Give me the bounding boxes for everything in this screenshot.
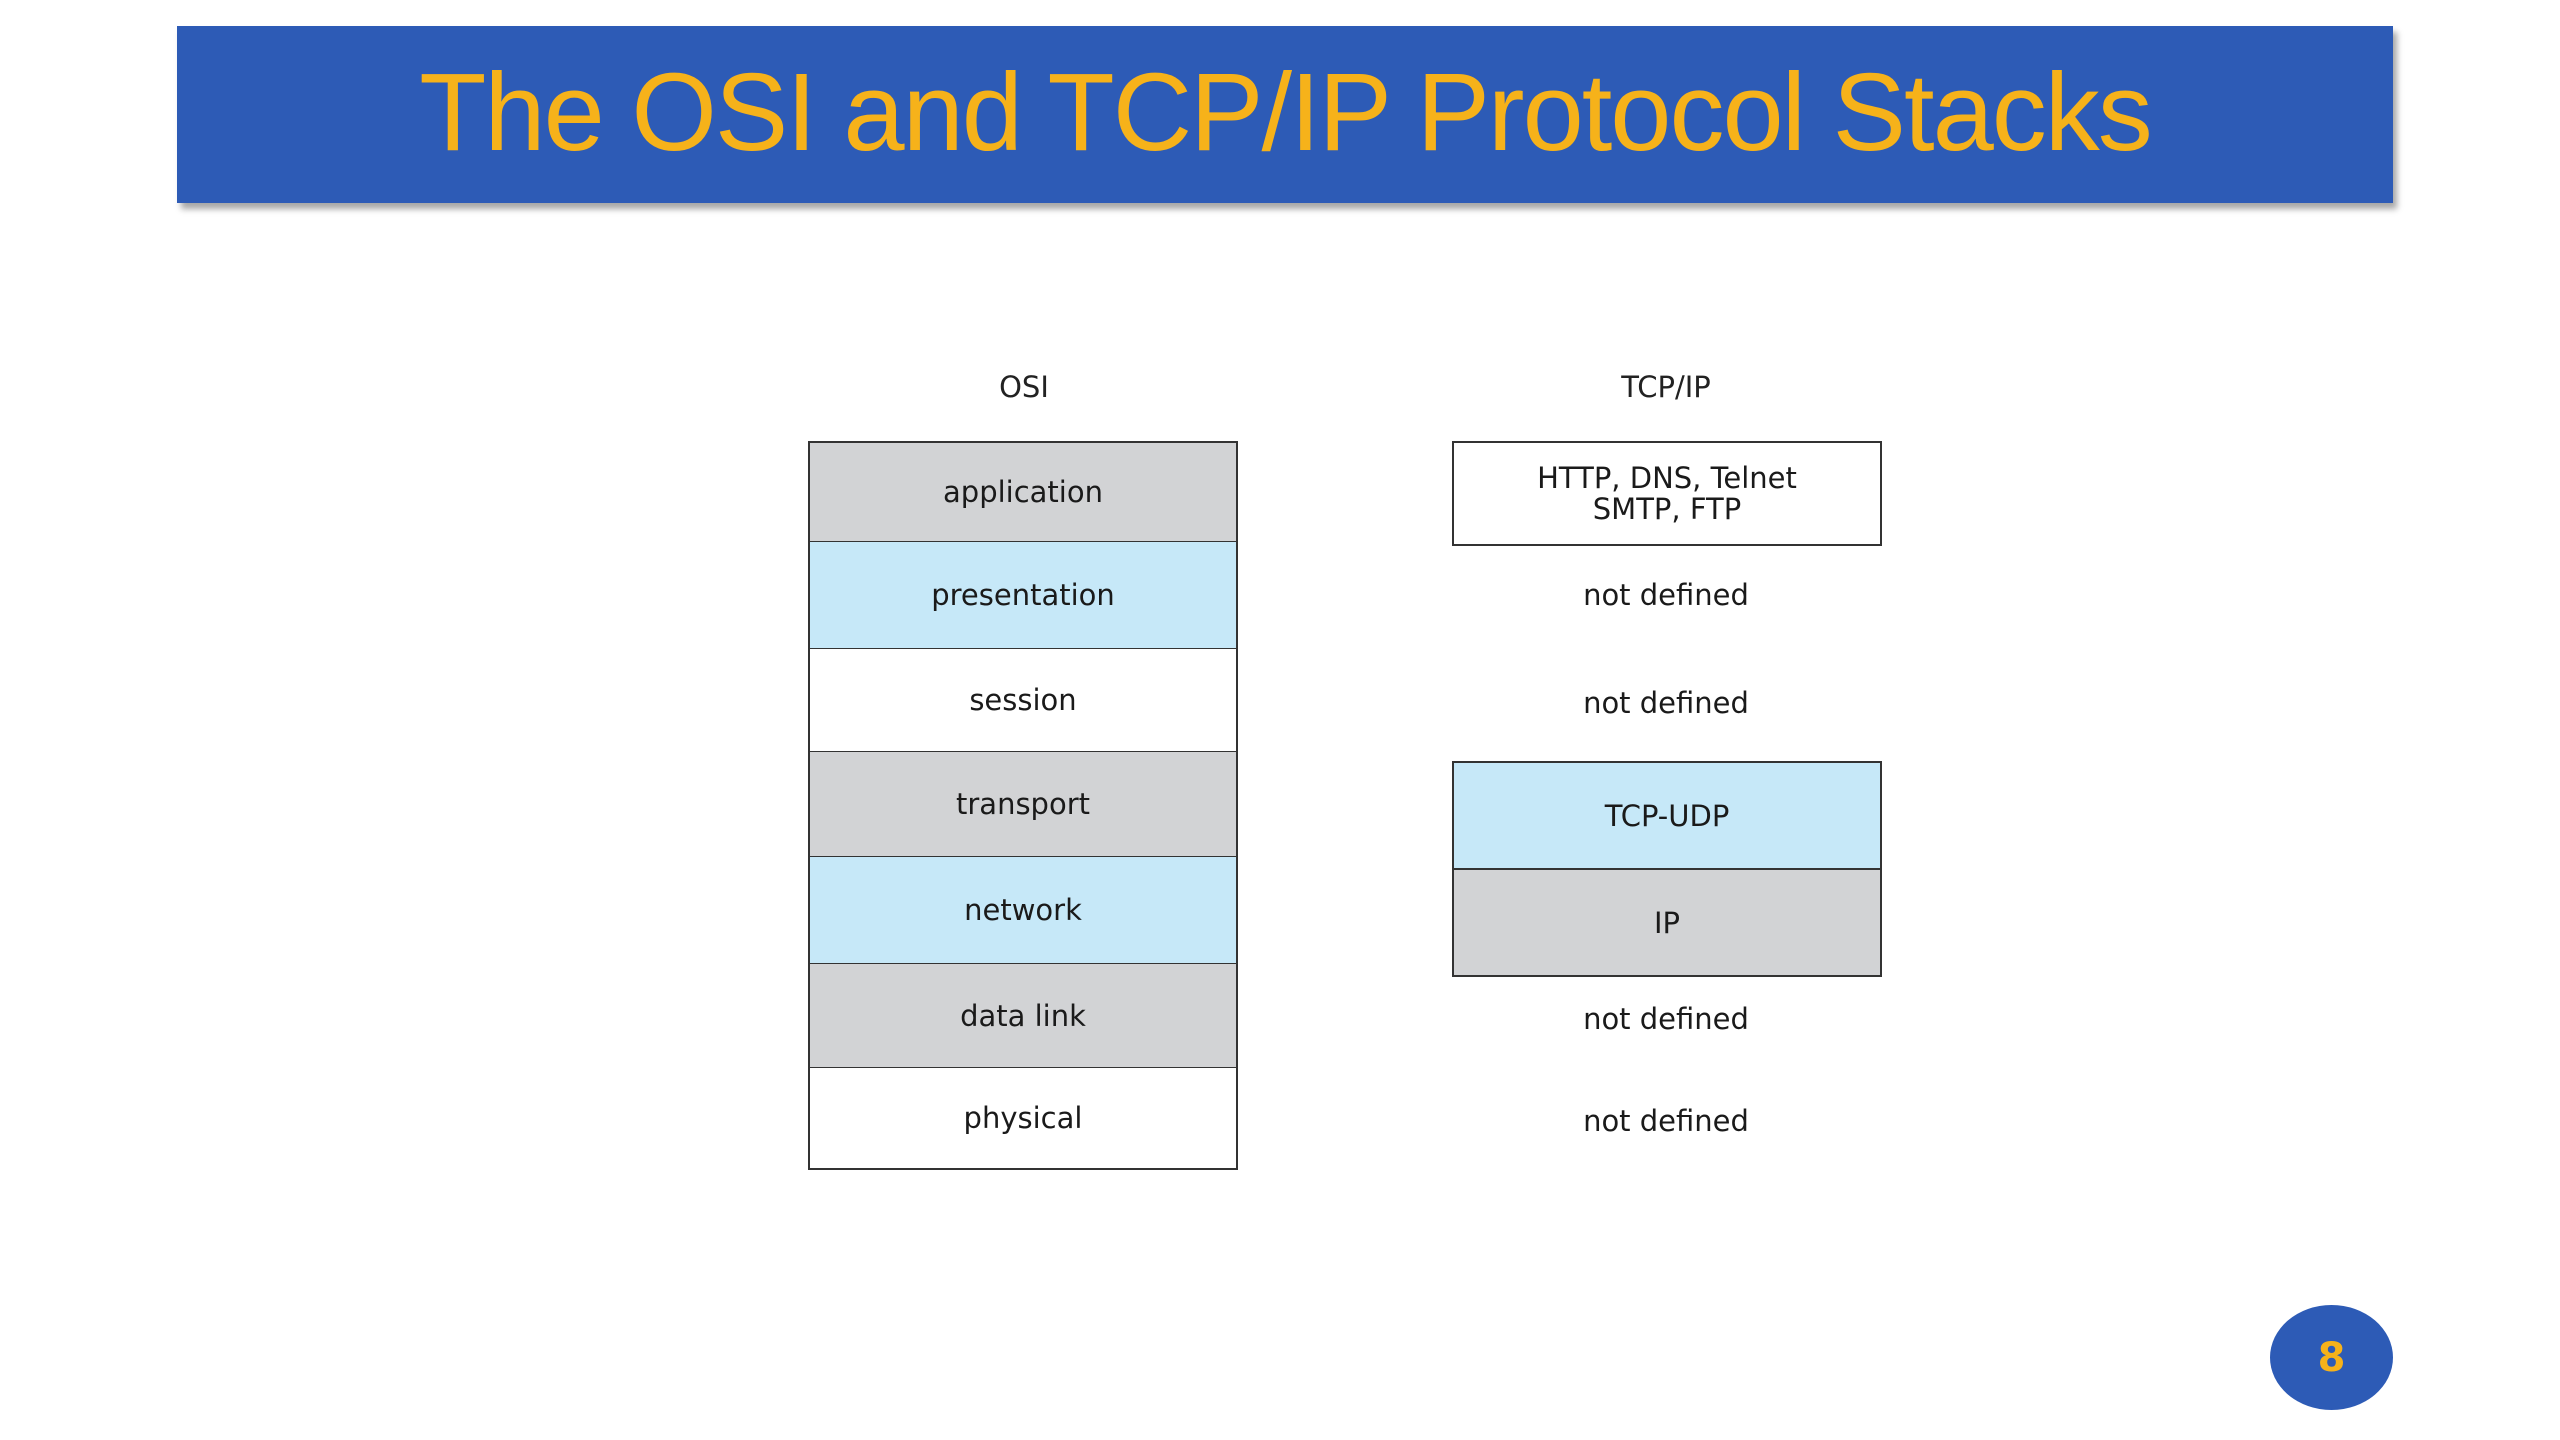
tcpip-physical-not-defined: not defined: [1583, 1104, 1749, 1138]
osi-layer-network: network: [808, 856, 1238, 964]
osi-layer-physical: physical: [808, 1067, 1238, 1170]
tcpip-application-line2: SMTP, FTP: [1592, 491, 1742, 526]
osi-layer-data-link: data link: [808, 963, 1238, 1068]
osi-layer-presentation: presentation: [808, 541, 1238, 649]
osi-layer-transport: transport: [808, 751, 1238, 857]
tcpip-session-not-defined: not defined: [1583, 686, 1749, 720]
slide-title: The OSI and TCP/IP Protocol Stacks: [419, 50, 2153, 174]
osi-stack: application presentation session transpo…: [808, 441, 1238, 1170]
tcpip-application-line1: HTTP, DNS, Telnet: [1537, 461, 1797, 496]
tcpip-header: TCP/IP: [1621, 370, 1711, 404]
page-number-badge: 8: [2270, 1305, 2393, 1410]
tcpip-application-box: HTTP, DNS, Telnet SMTP, FTP: [1452, 441, 1882, 546]
osi-layer-session: session: [808, 648, 1238, 752]
osi-layer-application: application: [808, 441, 1238, 542]
osi-header: OSI: [999, 370, 1049, 404]
tcpip-data-link-not-defined: not defined: [1583, 1002, 1749, 1036]
tcpip-transport-box: TCP-UDP: [1454, 763, 1880, 868]
title-banner: The OSI and TCP/IP Protocol Stacks: [177, 26, 2393, 203]
tcpip-network-box: IP: [1454, 868, 1880, 975]
tcpip-transport-network-group: TCP-UDP IP: [1452, 761, 1882, 977]
tcpip-presentation-not-defined: not defined: [1583, 578, 1749, 612]
